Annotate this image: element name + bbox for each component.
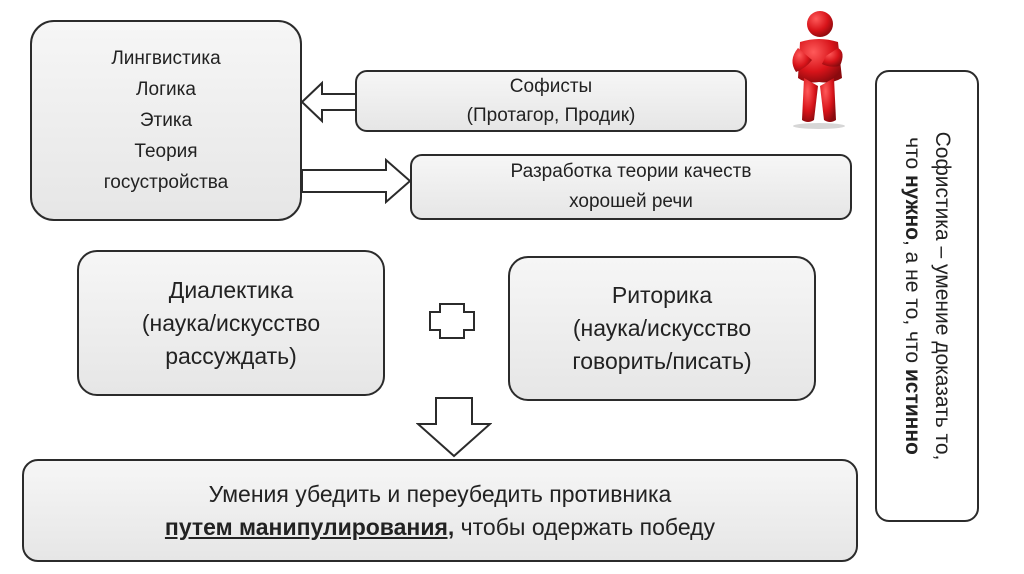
definition-line1: Софистика – умение доказать то, (931, 131, 954, 461)
dialectics-line3: рассуждать) (165, 342, 297, 369)
discipline-ethics: Этика (139, 110, 193, 131)
theory-line2: хорошей речи (569, 191, 693, 212)
rhetoric-line2: (наука/искусство (572, 315, 752, 341)
result-line2-rest: чтобы одержать победу (454, 513, 716, 540)
arrow-left-icon (300, 80, 357, 124)
discipline-theory: Теория (134, 141, 198, 162)
rhetoric-box: Риторика (наука/искусство говорить/писат… (508, 256, 816, 401)
sophists-title: Софисты (509, 76, 593, 97)
discipline-linguistics: Лингвистика (111, 48, 221, 69)
sophists-names: (Протагор, Продик) (466, 105, 636, 126)
definition-line2: что нужно, а не то, что истинно (897, 76, 927, 516)
result-underlined: путем манипулирования, (164, 513, 455, 540)
definition-box: Софистика – умение доказать то, что нужн… (875, 70, 979, 522)
sophists-box: Софисты (Протагор, Продик) (355, 70, 747, 132)
theory-line1: Разработка теории качеств (510, 161, 752, 182)
discipline-logic: Логика (136, 79, 196, 100)
dialectics-title: Диалектика (168, 276, 294, 303)
discipline-state: госустройства (103, 172, 229, 193)
plus-icon (429, 303, 475, 339)
rhetoric-line3: говорить/писать) (572, 348, 752, 374)
dialectics-box: Диалектика (наука/искусство рассуждать) (77, 250, 385, 396)
result-line2: путем манипулирования, чтобы одержать по… (165, 511, 715, 544)
definition-text: Софистика – умение доказать то, что нужн… (897, 76, 957, 516)
result-line1: Умения убедить и переубедить противника (208, 480, 672, 507)
dialectics-line2: (наука/искусство (141, 309, 321, 336)
red-person-icon (792, 11, 845, 129)
disciplines-box: Лингвистика Логика Этика Теория госустро… (30, 20, 302, 221)
definition-mid: , а не то, что (901, 240, 924, 369)
result-box: Умения убедить и переубедить противника … (22, 459, 858, 562)
theory-box: Разработка теории качеств хорошей речи (410, 154, 852, 220)
definition-bold-true: истинно (901, 368, 924, 455)
arrow-right-icon (301, 158, 412, 204)
rhetoric-title: Риторика (611, 282, 713, 308)
definition-bold-needed: нужно (901, 174, 924, 240)
definition-pre: что (901, 137, 924, 175)
arrow-down-icon (416, 397, 492, 458)
